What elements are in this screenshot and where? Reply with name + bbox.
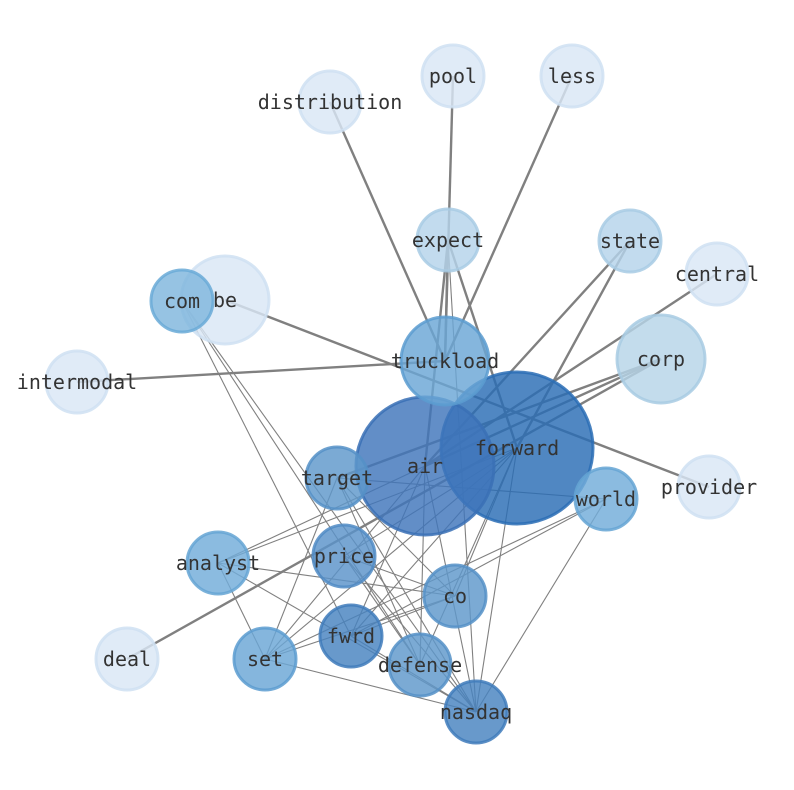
node-fwrd[interactable] bbox=[318, 603, 384, 669]
node-label-deal: deal bbox=[103, 647, 151, 671]
node-label-expect: expect bbox=[412, 228, 484, 252]
edge-set-nasdaq bbox=[264, 658, 477, 713]
node-corp[interactable] bbox=[615, 313, 707, 405]
node-less[interactable] bbox=[539, 43, 605, 109]
node-label-analyst: analyst bbox=[176, 551, 260, 575]
node-defense[interactable] bbox=[387, 632, 453, 698]
node-label-provider: provider bbox=[661, 475, 757, 499]
node-label-be: be bbox=[213, 288, 237, 312]
node-truckload[interactable] bbox=[399, 315, 491, 407]
edge-world-nasdaq bbox=[475, 498, 607, 713]
node-label-fwrd: fwrd bbox=[327, 624, 375, 648]
node-label-co: co bbox=[443, 584, 467, 608]
node-label-com: com bbox=[164, 289, 200, 313]
edge-truckload-less bbox=[443, 75, 574, 362]
node-co[interactable] bbox=[422, 563, 488, 629]
edge-layer bbox=[76, 75, 718, 713]
node-label-central: central bbox=[675, 262, 759, 286]
node-nasdaq[interactable] bbox=[443, 679, 509, 745]
node-label-state: state bbox=[600, 229, 660, 253]
node-target[interactable] bbox=[304, 445, 370, 511]
node-price[interactable] bbox=[311, 523, 377, 589]
node-label-set: set bbox=[247, 647, 283, 671]
edge-price-nasdaq bbox=[343, 555, 477, 713]
node-state[interactable] bbox=[597, 208, 663, 274]
edge-truckload-intermodal bbox=[76, 359, 446, 384]
node-label-less: less bbox=[548, 64, 596, 88]
node-provider[interactable] bbox=[676, 454, 742, 520]
node-intermodal[interactable] bbox=[44, 349, 110, 415]
node-distribution[interactable] bbox=[297, 69, 363, 135]
edge-target-nasdaq bbox=[336, 477, 477, 713]
node-pool[interactable] bbox=[420, 43, 486, 109]
node-label-defense: defense bbox=[378, 653, 462, 677]
node-expect[interactable] bbox=[415, 207, 481, 273]
node-label-world: world bbox=[576, 487, 636, 511]
node-world[interactable] bbox=[573, 466, 639, 532]
node-com[interactable] bbox=[149, 268, 215, 334]
node-deal[interactable] bbox=[94, 626, 160, 692]
node-analyst[interactable] bbox=[185, 530, 251, 596]
node-label-target: target bbox=[301, 466, 373, 490]
node-label-truckload: truckload bbox=[391, 349, 499, 373]
node-label-air: air bbox=[407, 454, 443, 478]
node-layer bbox=[44, 43, 750, 745]
node-label-distribution: distribution bbox=[258, 90, 403, 114]
node-label-intermodal: intermodal bbox=[17, 370, 137, 394]
node-central[interactable] bbox=[684, 241, 750, 307]
edge-world-fwrd bbox=[350, 498, 607, 637]
node-label-nasdaq: nasdaq bbox=[440, 700, 512, 724]
edge-truckload-distribution bbox=[328, 101, 447, 362]
node-label-forward: forward bbox=[475, 436, 559, 460]
node-label-price: price bbox=[314, 544, 374, 568]
node-set[interactable] bbox=[232, 626, 298, 692]
node-label-pool: pool bbox=[429, 64, 477, 88]
node-label-corp: corp bbox=[637, 347, 685, 371]
